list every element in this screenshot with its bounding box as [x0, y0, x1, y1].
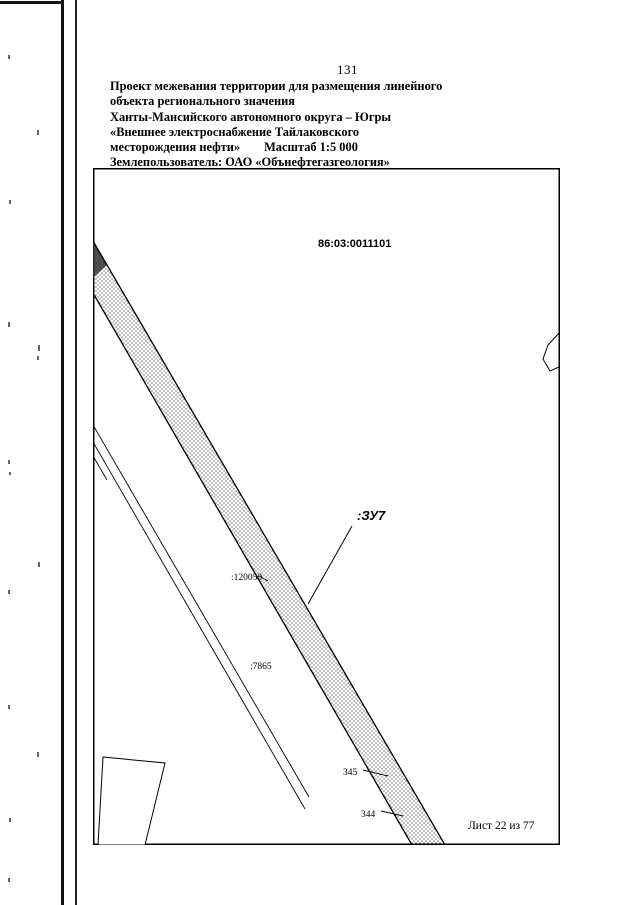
point-344-leader-line — [380, 810, 404, 817]
title-line-2: объекта регионального значения — [110, 94, 296, 109]
corridor-upper-boundary-line — [93, 240, 446, 845]
corridor-lower-boundary-line — [93, 292, 413, 845]
zu7-leader-line — [307, 525, 353, 605]
scan-binding-line-right — [75, 0, 77, 905]
title-line-1: Проект межевания территории для размещен… — [110, 79, 443, 93]
point-344-label: 344 — [361, 810, 376, 820]
parcel-zu7-label: :ЗУ7 — [357, 508, 386, 523]
title-line-5-left: месторождения нефти» — [110, 140, 241, 155]
scan-speckle — [8, 705, 10, 709]
corridor-start-cap — [93, 241, 107, 278]
landuser-line: Землепользователь: ОАО «Обънефтегазгеоло… — [110, 155, 390, 170]
scan-speckle — [38, 562, 40, 567]
document-title-block: Проект межевания территории для размещен… — [110, 79, 442, 171]
title-line-4: «Внешнее электроснабжение Тайлаковского — [110, 124, 360, 139]
scan-speckle — [8, 55, 10, 59]
sheet-number-label: Лист 22 из 77 — [468, 820, 535, 832]
scan-speckle — [8, 878, 10, 882]
title-line-5: месторождения нефти» Масштаб 1:5 000 — [110, 140, 442, 155]
scan-edge-top-line — [0, 1, 64, 4]
survey-map: 86:03:0011101 :ЗУ7 :120050 :7865 345 344… — [93, 168, 560, 845]
scan-speckle — [8, 590, 10, 594]
map-frame — [93, 168, 560, 845]
scan-speckle — [37, 356, 39, 360]
parcel-120050-leader-line — [258, 575, 269, 582]
cadastral-quarter-label: 86:03:0011101 — [318, 238, 391, 250]
scale-label: Масштаб 1:5 000 — [264, 140, 358, 155]
scan-speckle — [37, 130, 39, 135]
scan-speckle — [9, 472, 11, 475]
scan-speckle — [37, 752, 39, 757]
scan-speckle — [38, 345, 40, 351]
scan-binding-line-left — [61, 0, 64, 905]
bottom-left-parcel-outline — [97, 756, 166, 845]
parcel-120050-label: :120050 — [231, 573, 262, 583]
scan-speckle — [8, 322, 10, 327]
point-345-label: 345 — [343, 768, 358, 778]
page-number: 131 — [337, 62, 358, 77]
adjacent-boundary-line-1 — [93, 424, 310, 798]
scan-speckle — [9, 200, 11, 204]
parcel-7865-label: :7865 — [250, 662, 272, 672]
boundary-tick-line — [93, 455, 108, 481]
right-edge-notch — [542, 331, 560, 372]
point-345-leader-line — [362, 769, 389, 777]
adjacent-boundary-line-2 — [93, 441, 306, 810]
scan-speckle — [9, 818, 11, 822]
title-line-3: Ханты-Мансийского автономного округа – Ю… — [110, 109, 392, 124]
scan-speckle — [8, 460, 10, 464]
